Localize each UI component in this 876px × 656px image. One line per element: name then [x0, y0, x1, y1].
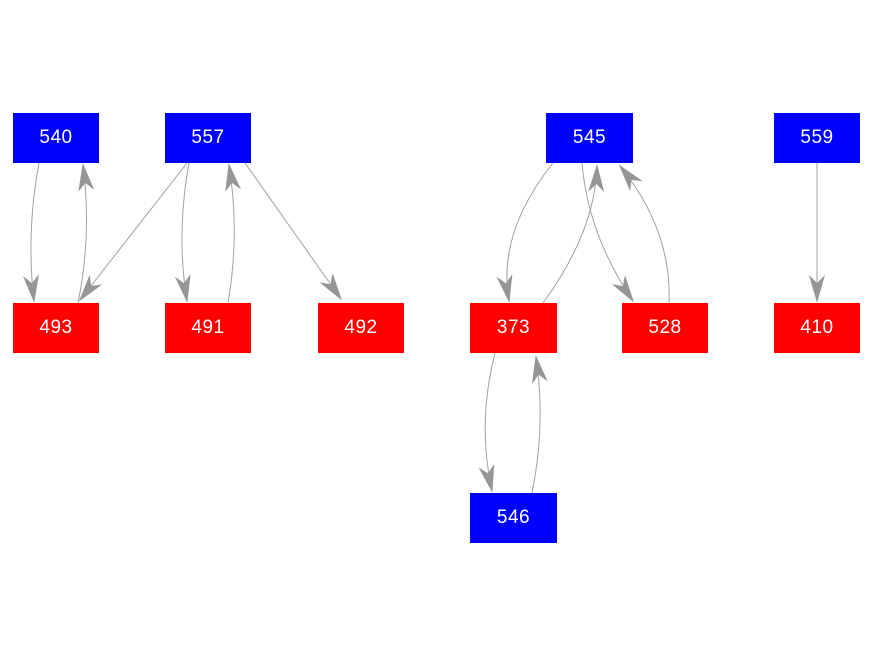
node-label-492: 492 — [344, 317, 378, 338]
node-label-493: 493 — [39, 317, 73, 338]
node-545: 545 — [546, 113, 633, 163]
node-label-557: 557 — [191, 127, 225, 148]
edge-557-to-492 — [244, 162, 343, 301]
node-557: 557 — [165, 113, 251, 163]
edge-373-to-546 — [478, 352, 496, 493]
node-label-491: 491 — [191, 317, 225, 338]
edge-528-to-545 — [618, 164, 670, 304]
node-492: 492 — [318, 303, 404, 353]
edge-545-to-528 — [581, 162, 635, 303]
node-label-528: 528 — [648, 317, 682, 338]
node-label-373: 373 — [496, 317, 531, 338]
edge-557-to-493 — [78, 162, 188, 302]
edge-540-to-493 — [23, 162, 40, 303]
node-540: 540 — [13, 113, 99, 163]
node-546: 546 — [470, 493, 557, 543]
node-493: 493 — [13, 303, 99, 353]
node-label-545: 545 — [572, 127, 607, 148]
node-491: 491 — [165, 303, 251, 353]
node-410: 410 — [774, 303, 860, 353]
node-label-540: 540 — [39, 127, 73, 148]
node-label-559: 559 — [800, 127, 834, 148]
edge-373-to-545 — [542, 164, 605, 304]
node-label-546: 546 — [496, 507, 531, 528]
edge-557-to-491 — [174, 162, 191, 303]
node-label-410: 410 — [800, 317, 834, 338]
edge-493-to-540 — [77, 163, 95, 304]
node-373: 373 — [470, 303, 557, 353]
node-528: 528 — [622, 303, 708, 353]
edge-491-to-557 — [225, 163, 242, 304]
edge-546-to-373 — [531, 355, 548, 494]
node-559: 559 — [774, 113, 860, 163]
edge-545-to-373 — [496, 162, 554, 303]
